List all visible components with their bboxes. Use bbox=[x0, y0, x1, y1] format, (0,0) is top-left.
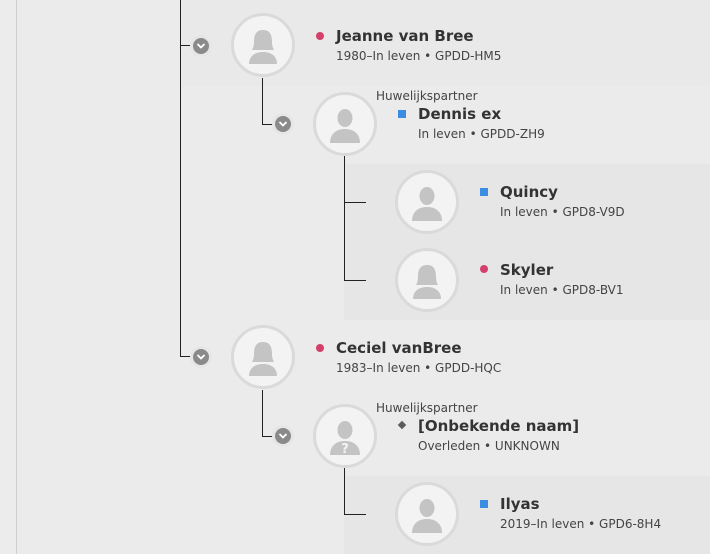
person-meta: In leven • GPD8-BV1 bbox=[500, 283, 624, 297]
unknown-gender-marker bbox=[397, 420, 407, 430]
left-scroll-edge bbox=[0, 0, 17, 554]
svg-text:?: ? bbox=[341, 442, 349, 456]
male-silhouette-icon bbox=[330, 109, 360, 143]
connector-line bbox=[262, 436, 274, 437]
person-meta: 1983–In leven • GPDD-HQC bbox=[336, 361, 502, 375]
chevron-down-icon bbox=[275, 428, 291, 444]
person-avatar[interactable] bbox=[395, 170, 459, 234]
female-marker bbox=[316, 344, 324, 352]
connector-line bbox=[180, 45, 192, 46]
chevron-down-icon bbox=[193, 349, 209, 365]
person-meta: In leven • GPD8-V9D bbox=[500, 205, 625, 219]
connector-line bbox=[344, 280, 366, 281]
person-name[interactable]: Dennis ex bbox=[418, 105, 502, 123]
person-meta: 1980–In leven • GPDD-HM5 bbox=[336, 49, 502, 63]
person-meta: 2019–In leven • GPD6-8H4 bbox=[500, 517, 662, 531]
person-avatar[interactable] bbox=[395, 248, 459, 312]
person-avatar[interactable] bbox=[395, 482, 459, 546]
female-silhouette-icon bbox=[249, 342, 277, 376]
expand-toggle-unknown-partner[interactable] bbox=[272, 425, 294, 447]
female-silhouette-icon bbox=[413, 265, 441, 299]
connector-line bbox=[180, 0, 181, 356]
relation-label: Huwelijkspartner bbox=[376, 401, 478, 415]
connector-line bbox=[180, 356, 192, 357]
connector-line bbox=[344, 202, 366, 203]
person-avatar[interactable] bbox=[313, 92, 377, 156]
person-meta: In leven • GPDD-ZH9 bbox=[418, 127, 545, 141]
person-avatar[interactable] bbox=[231, 325, 295, 389]
unknown-silhouette-icon: ? bbox=[330, 421, 360, 456]
expand-toggle-dennis[interactable] bbox=[272, 113, 294, 135]
connector-line bbox=[262, 390, 263, 436]
male-silhouette-icon bbox=[412, 499, 442, 533]
person-name[interactable]: Jeanne van Bree bbox=[336, 27, 474, 45]
person-name[interactable]: Skyler bbox=[500, 261, 554, 279]
female-marker bbox=[480, 265, 488, 273]
connector-line bbox=[344, 156, 345, 280]
male-silhouette-icon bbox=[412, 187, 442, 221]
male-marker bbox=[480, 188, 488, 196]
connector-line bbox=[262, 124, 274, 125]
person-avatar[interactable]: ? bbox=[313, 404, 377, 468]
person-name[interactable]: [Onbekende naam] bbox=[418, 417, 580, 435]
connector-line bbox=[262, 78, 263, 124]
connector-line bbox=[344, 468, 345, 514]
female-silhouette-icon bbox=[249, 30, 277, 64]
expand-toggle-ceciel[interactable] bbox=[190, 346, 212, 368]
female-marker bbox=[316, 32, 324, 40]
male-marker bbox=[480, 500, 488, 508]
expand-toggle-jeanne[interactable] bbox=[190, 35, 212, 57]
chevron-down-icon bbox=[193, 38, 209, 54]
person-name[interactable]: Ceciel vanBree bbox=[336, 339, 462, 357]
male-marker bbox=[398, 110, 406, 118]
person-name[interactable]: Ilyas bbox=[500, 495, 540, 513]
connector-line bbox=[344, 514, 366, 515]
person-avatar[interactable] bbox=[231, 13, 295, 77]
person-name[interactable]: Quincy bbox=[500, 183, 558, 201]
relation-label: Huwelijkspartner bbox=[376, 89, 478, 103]
person-meta: Overleden • UNKNOWN bbox=[418, 439, 560, 453]
chevron-down-icon bbox=[275, 116, 291, 132]
